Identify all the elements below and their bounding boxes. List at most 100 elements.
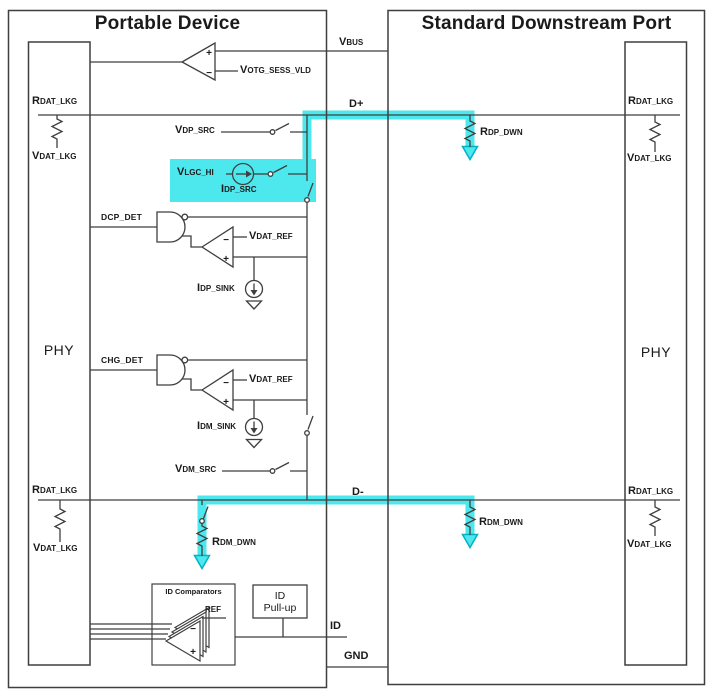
rdp-dwn-resistor-icon bbox=[463, 115, 477, 147]
label-main: V bbox=[32, 150, 40, 162]
portable-device-title: Portable Device bbox=[94, 13, 241, 34]
label-sub: DP_SRC bbox=[182, 126, 215, 135]
id-comparators-label: ID Comparators bbox=[165, 587, 222, 596]
dplus-pin-label: D+ bbox=[349, 98, 364, 110]
idp-sink-current-sink bbox=[244, 257, 264, 310]
minus-sign: − bbox=[190, 624, 196, 635]
id-pullup-block bbox=[252, 584, 308, 637]
rdm-dwn-right-current-arrow-icon bbox=[461, 533, 479, 550]
label-sub: DAT_LKG bbox=[635, 487, 674, 496]
gnd-pin-label: GND bbox=[344, 650, 369, 662]
label-main: R bbox=[32, 484, 40, 496]
label-main: V bbox=[249, 373, 257, 385]
id-comparator-input-wires bbox=[90, 623, 172, 640]
rdm-dwn-left-branch bbox=[195, 500, 209, 556]
comparator-triangle-icon bbox=[180, 41, 216, 82]
dcp-det-label: DCP_DET bbox=[101, 212, 143, 222]
label-main: V bbox=[249, 230, 257, 242]
comparator-triangle-icon bbox=[164, 619, 201, 663]
plus-sign: + bbox=[190, 647, 196, 658]
label-sub: DAT_LKG bbox=[634, 154, 672, 163]
dminus-pin-label: D- bbox=[352, 486, 364, 498]
label-main: V bbox=[175, 124, 183, 136]
label-sub: DAT_REF bbox=[256, 375, 293, 384]
and-gate-icon bbox=[156, 211, 186, 243]
label-main: V bbox=[627, 538, 635, 550]
rdat-lkg-resistor-bottom-left-icon bbox=[53, 500, 67, 542]
label-main: I bbox=[221, 183, 225, 195]
label-main: I bbox=[197, 282, 201, 294]
label-main: R bbox=[212, 536, 220, 548]
label-main: V bbox=[240, 64, 248, 76]
label-main: R bbox=[628, 95, 636, 107]
dcp-det-gate bbox=[90, 211, 307, 248]
phy-left-box bbox=[27, 41, 91, 666]
rdm-dwn-resistor-right-icon bbox=[463, 500, 477, 535]
label-sub: DM_SINK bbox=[200, 422, 237, 431]
phy-right-box bbox=[624, 41, 688, 666]
label-sub: DP_SRC bbox=[224, 185, 257, 194]
current-arrows bbox=[193, 145, 479, 571]
rdp-dwn-current-arrow-icon bbox=[461, 145, 479, 162]
label-main: R bbox=[480, 126, 488, 138]
label-main: R bbox=[32, 95, 40, 107]
rdat-lkg-resistor-top-right-icon bbox=[648, 115, 662, 152]
vbus-pin-label: VBUS bbox=[339, 37, 363, 48]
rdat-lkg-bottom-left-label: RDAT_LKG bbox=[32, 485, 77, 496]
vdat-lkg-bottom-left-label: VDAT_LKG bbox=[33, 543, 78, 554]
vdp-src-switch bbox=[221, 122, 307, 135]
dm-series-switch bbox=[304, 415, 314, 436]
label-main: V bbox=[627, 152, 635, 164]
plus-sign: + bbox=[206, 48, 212, 59]
votg-sess-vld-label: VOTG_SESS_VLD bbox=[240, 65, 311, 76]
vdm-src-switch bbox=[222, 461, 307, 474]
label-sub: DAT_LKG bbox=[39, 486, 78, 495]
rdat-lkg-top-left-label: RDAT_LKG bbox=[32, 96, 77, 107]
down-arrow-icon bbox=[250, 290, 258, 296]
chg-det-gate bbox=[90, 354, 307, 391]
rdat-lkg-resistor-bottom-right-icon bbox=[648, 500, 662, 536]
vdat-lkg-top-left-label: VDAT_LKG bbox=[32, 151, 77, 162]
label-sub: DM_DWN bbox=[486, 518, 523, 527]
vdat-ref-2-label: VDAT_REF bbox=[249, 374, 293, 385]
label-sub: DP_DWN bbox=[487, 128, 523, 137]
label-main: V bbox=[175, 463, 183, 475]
label-sub: OTG_SESS_VLD bbox=[247, 66, 311, 75]
inverter-bubble-icon bbox=[181, 356, 189, 364]
label-main: V bbox=[177, 166, 185, 178]
ground-icon bbox=[244, 300, 264, 310]
label-sub: DM_SRC bbox=[182, 465, 217, 474]
idp-sink-label: IDP_SINK bbox=[197, 283, 235, 294]
id-pullup-line1: ID bbox=[274, 589, 286, 602]
vlgc-hi-label: VLGC_HI bbox=[177, 167, 214, 178]
down-arrow-icon bbox=[250, 428, 258, 434]
label-sub: DAT_LKG bbox=[634, 540, 672, 549]
label-sub: DM_DWN bbox=[219, 538, 256, 547]
right-arrow-icon bbox=[246, 170, 252, 178]
label-main: V bbox=[339, 36, 347, 48]
and-gate-icon bbox=[156, 354, 186, 386]
phy-right-label: PHY bbox=[640, 344, 672, 360]
vdp-src-label: VDP_SRC bbox=[175, 125, 215, 136]
rdat-lkg-bottom-right-label: RDAT_LKG bbox=[628, 486, 673, 497]
dm-comparator: − + bbox=[200, 368, 307, 412]
dp-series-switch bbox=[304, 182, 314, 203]
label-sub: DAT_REF bbox=[256, 232, 293, 241]
rdat-lkg-resistor-top-left-icon bbox=[50, 115, 64, 148]
label-sub: DAT_LKG bbox=[39, 97, 78, 106]
label-sub: LGC_HI bbox=[184, 168, 214, 177]
minus-sign: − bbox=[223, 378, 229, 389]
vdat-lkg-top-right-label: VDAT_LKG bbox=[627, 153, 672, 164]
minus-sign: − bbox=[223, 235, 229, 246]
idm-sink-label: IDM_SINK bbox=[197, 421, 236, 432]
vdm-src-label: VDM_SRC bbox=[175, 464, 216, 475]
standard-downstream-port-title: Standard Downstream Port bbox=[421, 13, 672, 34]
label-sub: DAT_LKG bbox=[39, 152, 77, 161]
label-main: I bbox=[197, 420, 201, 432]
vlgc-hi-highlight-box bbox=[170, 159, 316, 202]
id-pullup-line2: Pull-up bbox=[263, 601, 297, 614]
dp-comparator: − + bbox=[200, 225, 307, 269]
label-main: R bbox=[628, 485, 636, 497]
vdat-lkg-bottom-right-label: VDAT_LKG bbox=[627, 539, 672, 550]
